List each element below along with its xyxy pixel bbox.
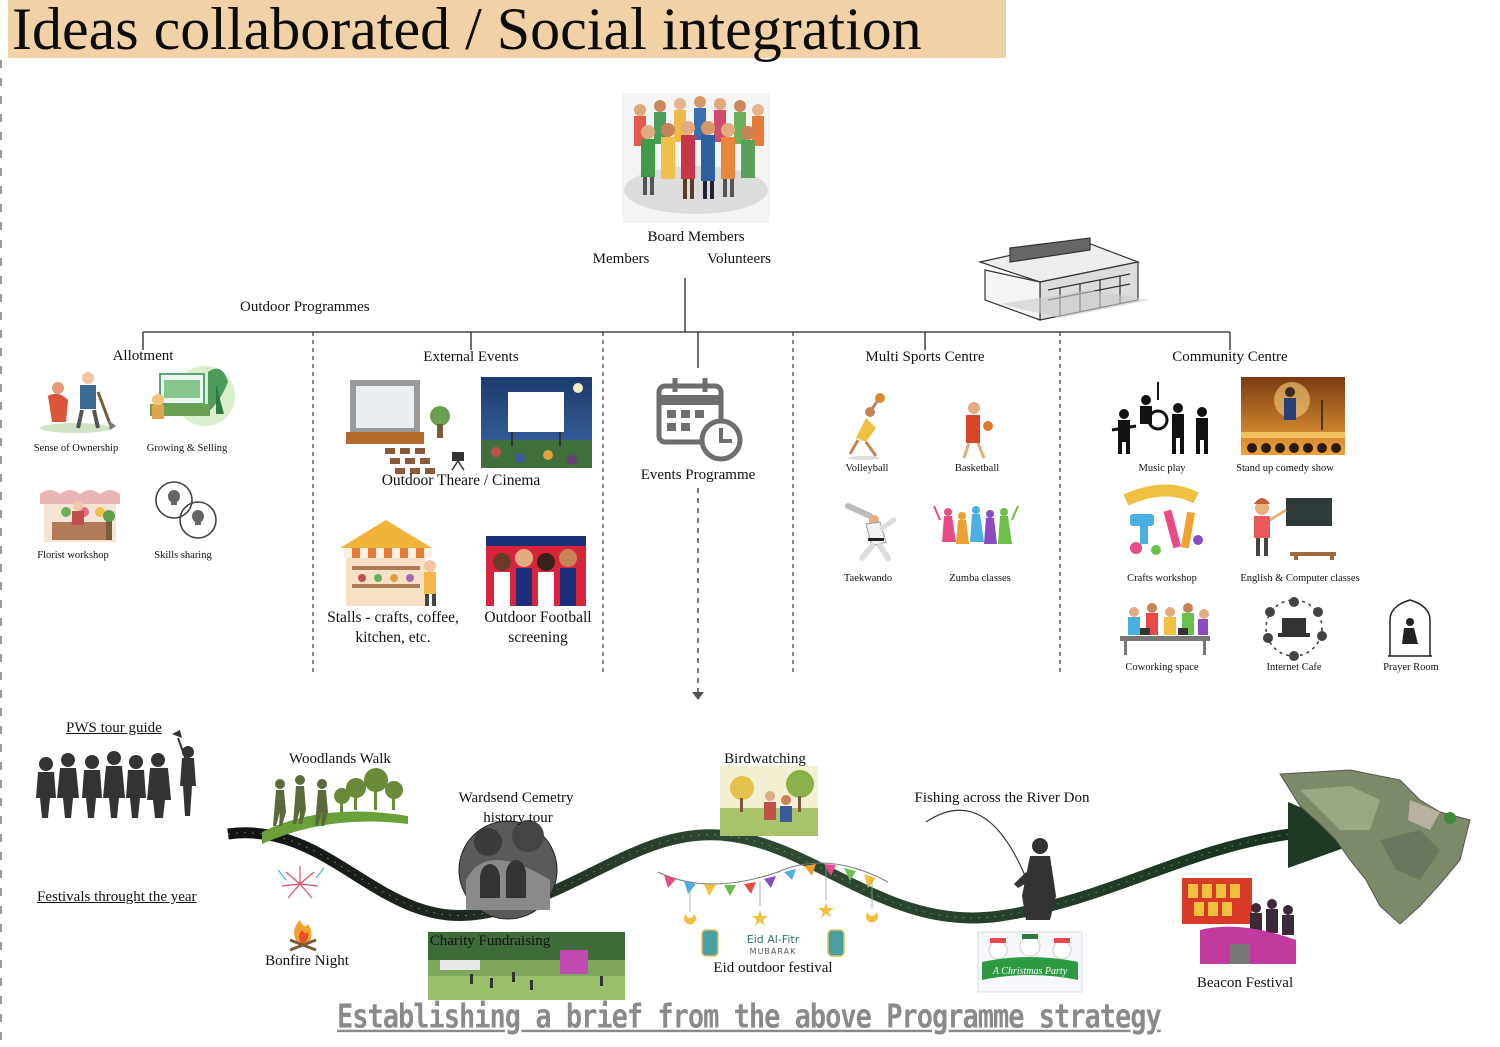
open-air-cinema-image [481, 377, 592, 468]
christmas-party-card [977, 931, 1083, 993]
fishing-silhouette [925, 809, 1056, 920]
community-building-icon [977, 237, 1150, 321]
community-centre-heading: Community Centre [1172, 349, 1288, 365]
pws-tour-link[interactable]: PWS tour guide [66, 720, 162, 736]
allotment-item: Skills sharing [154, 550, 212, 561]
arrow-head [692, 692, 704, 700]
allotment-item: Growing & Selling [146, 443, 228, 454]
community-item: Prayer Room [1383, 662, 1439, 673]
band-silhouette-icon [1111, 382, 1208, 454]
florist-stall-icon [40, 490, 120, 542]
column-dividers [312, 332, 1061, 672]
aerial-map-image [1279, 769, 1471, 925]
community-item: Crafts workshop [1127, 573, 1197, 584]
wardsend-label-2: history tour [483, 810, 553, 826]
eid-bunting [657, 862, 889, 957]
allotment-item: Sense of Ownership [33, 443, 119, 454]
external-events-heading: External Events [423, 349, 519, 365]
sports-item: Zumba classes [949, 573, 1011, 584]
external-item: screening [508, 629, 568, 646]
charity-label: Charity Fundraising [429, 933, 551, 949]
christmas-graphic-text: A Christmas Party [992, 966, 1068, 977]
community-item: Music play [1138, 463, 1186, 474]
football-fans-image [486, 514, 586, 606]
wardsend-label: Wardsend Cemetry [458, 790, 574, 806]
community-item: Coworking space [1125, 662, 1199, 673]
gardening-icon [40, 372, 116, 433]
eid-label: Eid outdoor festival [713, 960, 833, 976]
eid-graphic-subtext: MUBARAK [749, 947, 797, 956]
outdoor-programmes-label: Outdoor Programmes [240, 299, 370, 315]
skills-sharing-icon [155, 481, 217, 539]
external-item: kitchen, etc. [355, 629, 431, 646]
tree-connectors [142, 278, 1231, 368]
crowd-icon [622, 93, 770, 223]
members-label: Members [592, 251, 650, 267]
beacon-label: Beacon Festival [1196, 975, 1294, 991]
board-members-label: Board Members [647, 229, 745, 245]
charity-fundraising-photo [428, 932, 625, 1000]
sports-item: Taekwando [843, 573, 893, 584]
market-stall-icon [340, 520, 436, 606]
external-item: Outdoor Theare / Cinema [381, 472, 541, 489]
internet-cafe-icon [1263, 597, 1327, 661]
basketball-icon [962, 402, 993, 459]
volleyball-icon [848, 393, 885, 460]
crafts-icon [1123, 484, 1203, 555]
sports-item: Volleyball [845, 463, 889, 474]
events-programme-heading: Events Programme [640, 467, 756, 483]
outdoor-theatre-icon [346, 380, 465, 474]
road-arrow-head [1288, 802, 1372, 868]
comedy-stage-image [1241, 377, 1345, 455]
woodlands-label: Woodlands Walk [289, 751, 391, 767]
birdwatching-image [720, 766, 818, 836]
classroom-icon [1254, 498, 1336, 560]
external-item: Outdoor Football [484, 609, 592, 626]
footer-strategy-text: Establishing a brief from the above Prog… [337, 998, 1162, 1036]
birdwatching-label: Birdwatching [724, 751, 806, 767]
beacon-festival-image [1182, 878, 1296, 964]
external-item: Stalls - crafts, coffee, [327, 609, 459, 626]
coworking-icon [1120, 603, 1210, 655]
bonfire-icon [289, 920, 317, 952]
page-title-banner: Ideas collaborated / Social integration [8, 0, 1006, 62]
community-item: Stand up comedy show [1236, 463, 1334, 474]
allotment-item: Florist workshop [37, 550, 109, 561]
zumba-dancers-icon [933, 505, 1019, 544]
eid-graphic-text: Eid Al-Fitr [746, 933, 800, 946]
woodlands-walk-icon [262, 768, 408, 844]
calendar-icon [656, 378, 724, 445]
allotment-heading: Allotment [112, 348, 174, 364]
greenhouse-icon [150, 366, 235, 426]
volunteers-label: Volunteers [707, 251, 771, 267]
tour-group-silhouette [36, 730, 196, 818]
community-item: Internet Cafe [1266, 662, 1322, 673]
taekwondo-icon [845, 503, 897, 561]
community-item: English & Computer classes [1240, 573, 1360, 584]
fishing-label: Fishing across the River Don [914, 790, 1090, 806]
bonfire-label: Bonfire Night [265, 953, 349, 969]
cemetery-photo [458, 820, 558, 920]
page-title: Ideas collaborated / Social integration [12, 0, 922, 62]
fireworks-icon [277, 866, 325, 899]
festivals-link[interactable]: Festivals throught the year [37, 889, 197, 905]
multi-sports-heading: Multi Sports Centre [865, 349, 985, 365]
sports-item: Basketball [954, 463, 1000, 474]
timeline-road [227, 827, 1291, 924]
prayer-room-icon [1388, 599, 1432, 657]
